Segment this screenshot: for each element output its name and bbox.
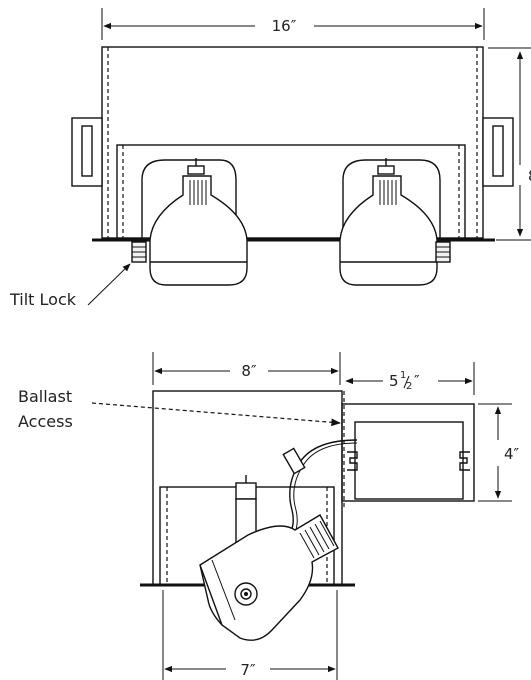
ballast-clip-right xyxy=(459,451,470,471)
ballast-box xyxy=(341,403,475,502)
dim-16-label: 16″ xyxy=(272,17,297,35)
tilt-lock-label: Tilt Lock xyxy=(9,290,77,309)
bracket-left xyxy=(71,117,103,187)
dim-8in-label: 8″ xyxy=(241,362,257,380)
dim-8-label: 8 xyxy=(528,167,531,185)
yoke-right-arc-left xyxy=(342,159,386,239)
bracket-right xyxy=(482,117,514,187)
ballast-clip-left xyxy=(347,451,358,471)
ballast xyxy=(354,421,464,500)
tilt-lock-leader xyxy=(87,263,131,306)
wire-connector xyxy=(282,447,306,475)
side-view: 8″ 5 1 2 ″ Ballast Access 4″ xyxy=(18,352,520,680)
ballast-access-leader xyxy=(91,402,341,427)
tilted-lamp xyxy=(199,514,339,641)
dim-5half-unit: ″ xyxy=(414,372,420,390)
dim-7in-label: 7″ xyxy=(240,661,256,679)
bracket-right-slot xyxy=(492,125,504,177)
yoke-left-arc xyxy=(141,159,196,239)
dim-5half-whole: 5 xyxy=(389,372,399,390)
yoke-left-arc-right xyxy=(196,159,237,239)
dim-5half-den: 2 xyxy=(406,381,412,392)
dim-4in-label: 4″ xyxy=(504,445,520,463)
housing-box xyxy=(101,46,484,239)
lamp-right xyxy=(339,158,438,286)
ballast-access-line2: Access xyxy=(18,412,73,431)
lamp-left xyxy=(149,158,248,286)
ballast-access-line1: Ballast xyxy=(18,387,72,406)
bracket-left-slot xyxy=(81,125,93,177)
dim-5half-num: 1 xyxy=(400,370,406,381)
yoke-mount xyxy=(235,482,257,500)
top-view: 16″ 8 xyxy=(9,8,531,309)
yoke-right-arc xyxy=(386,159,441,239)
